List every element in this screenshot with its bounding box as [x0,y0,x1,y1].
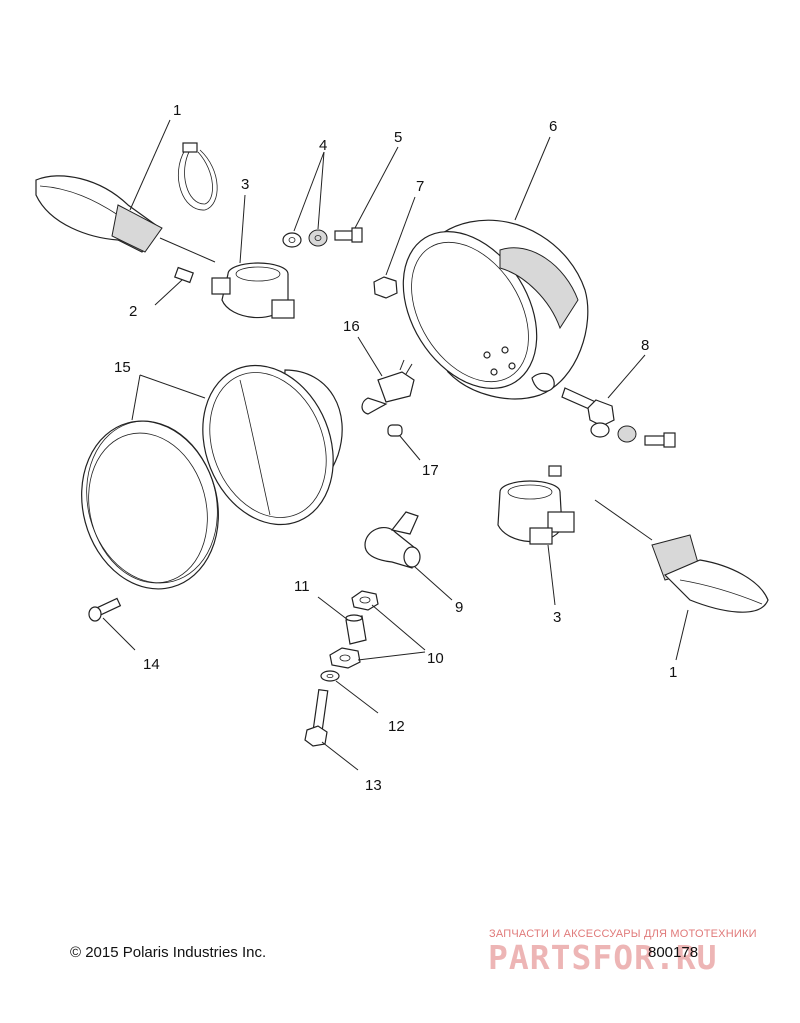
watermark-tagline: ЗАПЧАСТИ И АКСЕССУАРЫ ДЛЯ МОТОТЕХНИКИ [489,928,757,940]
bolt-short [334,227,363,243]
callout-15: 15 [114,359,131,376]
callout-16: 16 [343,318,360,335]
callout-2: 2 [129,303,137,320]
callout-14: 14 [143,656,160,673]
copyright-text: © 2015 Polaris Industries Inc. [70,944,267,961]
callout-1-lower: 1 [669,664,677,681]
callout-5: 5 [394,129,402,146]
callout-13: 13 [365,777,382,794]
callout-8: 8 [641,337,649,354]
washer-flat [320,670,340,682]
leader-lines [102,119,689,771]
headlight-bulb [361,359,415,415]
bolt-long [561,387,615,427]
callout-6: 6 [549,118,557,135]
strap-loop [177,142,218,211]
headlight-bracket [364,511,421,569]
callout-17: 17 [422,462,439,479]
headlight-housing [402,219,589,400]
figure-number: 800178 [648,944,699,961]
nut-pair [329,590,379,669]
mount-clamp-lower [497,480,575,545]
spacer-sleeve [345,614,367,645]
callout-4: 4 [319,137,327,154]
headlight-trim-ring [81,420,219,590]
screw-small [174,266,194,284]
watermark-brand: PARTSFOR.RU [488,938,718,977]
screw-trim [88,597,122,622]
turn-signal-left [35,175,216,263]
washer-pair [282,229,328,248]
callout-labels: 1 2 3 4 5 6 7 8 9 10 11 12 13 14 15 16 1… [114,102,677,794]
callout-3-upper: 3 [241,176,249,193]
callout-10: 10 [427,650,444,667]
callout-12: 12 [388,718,405,735]
mount-clamp-upper [211,262,295,319]
callout-1-upper: 1 [173,102,181,119]
headlight-lens-assembly [202,364,343,526]
callout-3-lower: 3 [553,609,561,626]
callout-9: 9 [455,599,463,616]
bolt-bracket [304,688,329,747]
turn-signal-right [594,499,769,613]
bulb-small [387,424,403,437]
callout-11: 11 [294,578,310,595]
hardware-cluster-right [548,422,676,477]
nut-hex [373,276,398,299]
callout-7: 7 [416,178,424,195]
